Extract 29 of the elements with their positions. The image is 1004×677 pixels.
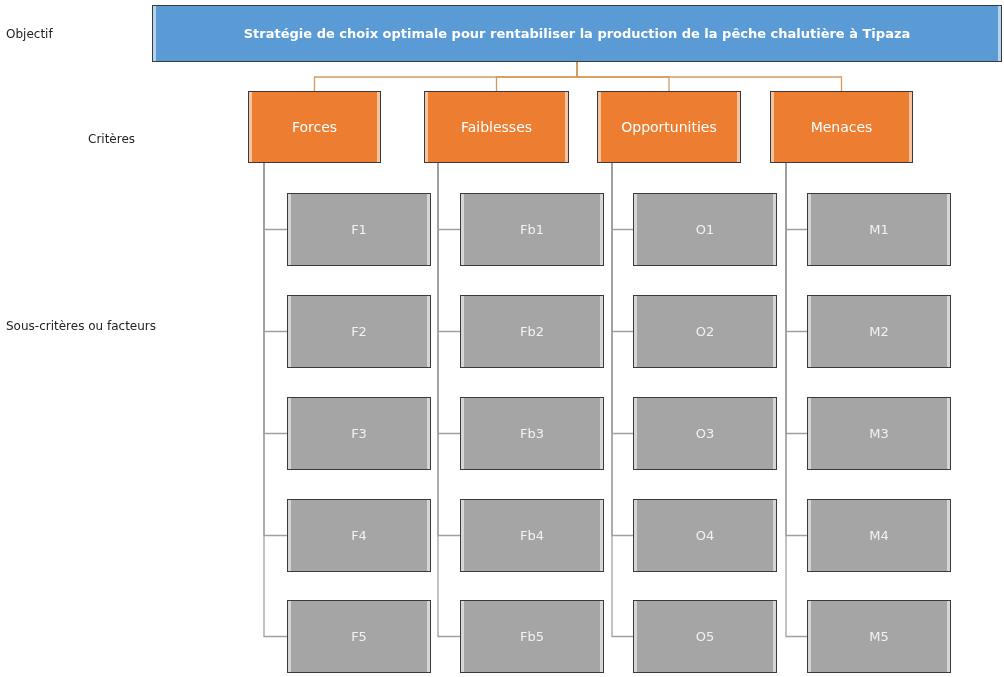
criterion-box: Forces bbox=[248, 91, 381, 163]
objective-box: Stratégie de choix optimale pour rentabiliser la production de la pêche chalutière à Tipaza bbox=[152, 5, 1002, 62]
factor-box: M1 bbox=[807, 193, 951, 266]
factor-box: F4 bbox=[287, 499, 431, 572]
factor-box: Fb4 bbox=[460, 499, 604, 572]
level-label: Sous-critères ou facteurs bbox=[6, 319, 157, 333]
criterion-box: Menaces bbox=[770, 91, 913, 163]
criterion-box: Opportunities bbox=[597, 91, 741, 163]
level-label: Objectif bbox=[6, 27, 53, 41]
connector-line bbox=[576, 61, 843, 92]
factor-box: O5 bbox=[633, 600, 777, 673]
factor-box: M2 bbox=[807, 295, 951, 368]
factor-box: O2 bbox=[633, 295, 777, 368]
factor-box: F5 bbox=[287, 600, 431, 673]
factor-box: Fb3 bbox=[460, 397, 604, 470]
factor-box: F2 bbox=[287, 295, 431, 368]
factor-box: Fb1 bbox=[460, 193, 604, 266]
factor-box: Fb5 bbox=[460, 600, 604, 673]
factor-box: M4 bbox=[807, 499, 951, 572]
level-label: Critères bbox=[88, 132, 136, 146]
factor-box: O3 bbox=[633, 397, 777, 470]
factor-box: Fb2 bbox=[460, 295, 604, 368]
factor-box: O1 bbox=[633, 193, 777, 266]
factor-box: F3 bbox=[287, 397, 431, 470]
factor-box: M5 bbox=[807, 600, 951, 673]
criterion-box: Faiblesses bbox=[424, 91, 569, 163]
factor-box: F1 bbox=[287, 193, 431, 266]
factor-box: M3 bbox=[807, 397, 951, 470]
factor-box: O4 bbox=[633, 499, 777, 572]
